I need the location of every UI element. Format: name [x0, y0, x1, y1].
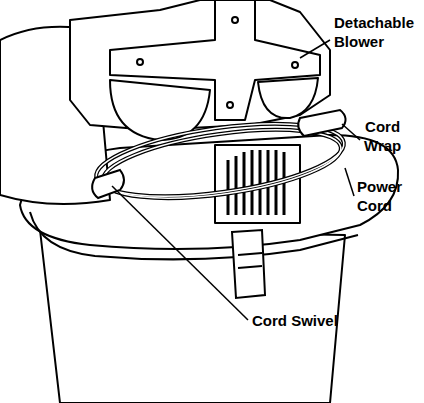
leader-lines [112, 40, 360, 320]
hole [137, 59, 143, 65]
latch-ridge [238, 266, 262, 268]
power-cord-loops [92, 111, 348, 210]
hole [232, 17, 238, 23]
part-label: Cord Swivel [252, 312, 338, 331]
latch-ridge [238, 253, 262, 255]
cord-wrap-peg [298, 110, 345, 136]
blower-bulge [258, 78, 318, 118]
hole [227, 102, 233, 108]
part-label: Power Cord [357, 178, 402, 216]
rim-lip [30, 212, 358, 259]
tank-body [40, 230, 345, 403]
part-label: Detachable Blower [334, 14, 414, 52]
latch [232, 230, 265, 298]
part-label: Cord Wrap [364, 118, 401, 156]
hole [292, 62, 298, 68]
